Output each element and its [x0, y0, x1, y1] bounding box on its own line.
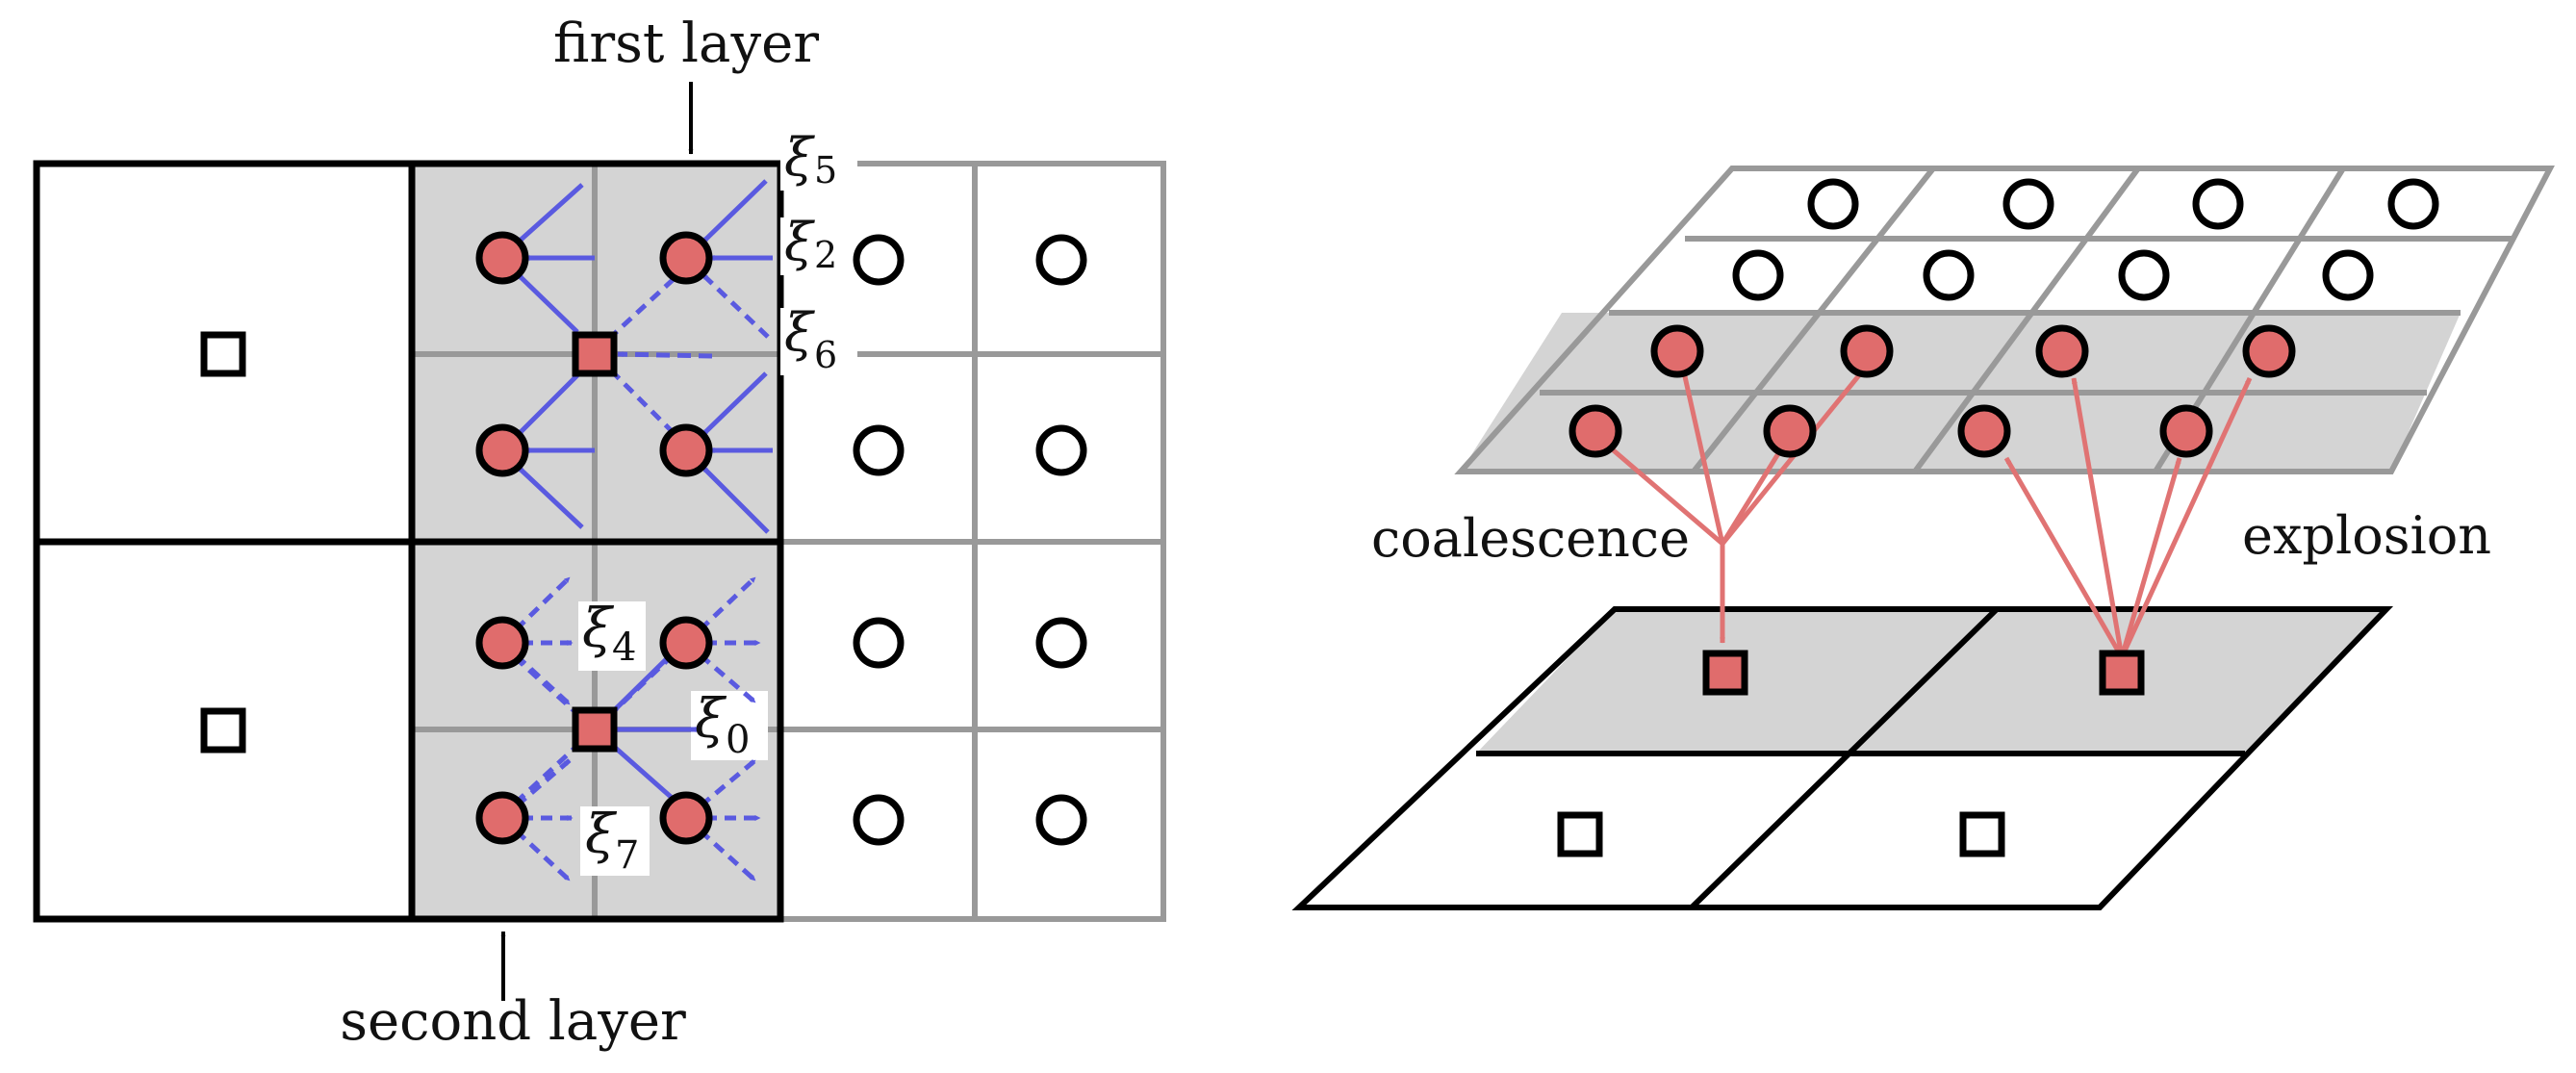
coalescence-label: coalescence	[1371, 508, 1690, 569]
node	[475, 616, 529, 670]
fine-plane-grid	[1454, 166, 2555, 474]
svg-text:7: 7	[615, 833, 639, 878]
lower-red-squares	[1702, 650, 2145, 696]
coarse-nodes-shaded	[572, 331, 618, 753]
xi-label-2: ξ 2	[784, 212, 837, 276]
svg-text:ξ: ξ	[784, 302, 815, 363]
right-panel: coalescence explosion	[1291, 166, 2555, 910]
svg-text:ξ: ξ	[784, 127, 815, 188]
lower-white-squares	[1557, 811, 2005, 857]
first-layer-label: first layer	[553, 13, 819, 75]
xi-label-6: ξ 6	[784, 302, 837, 376]
svg-text:2: 2	[814, 234, 837, 276]
square-node	[572, 706, 618, 753]
node	[659, 791, 713, 845]
node	[659, 616, 713, 670]
coarse-nodes-white	[200, 331, 246, 754]
svg-text:ξ: ξ	[585, 804, 618, 866]
square-node	[572, 331, 618, 377]
fine-nodes-white	[853, 234, 1087, 846]
svg-text:ξ: ξ	[695, 688, 727, 751]
svg-text:ξ: ξ	[784, 212, 815, 272]
svg-text:5: 5	[814, 149, 837, 192]
left-panel: first layer second layer ξ 5 ξ 2 ξ 6 ξ 4…	[33, 13, 1166, 1053]
coarse-plane-shaded	[1476, 609, 2386, 754]
node	[475, 231, 529, 285]
svg-text:4: 4	[612, 626, 636, 670]
coarse-grid	[33, 160, 784, 923]
xi-label-7: ξ 7	[585, 804, 639, 878]
explosion-arrows	[2003, 376, 2253, 659]
node	[475, 423, 529, 477]
coarse-plane-grid	[1291, 606, 2394, 910]
node	[659, 423, 713, 477]
upper-red-nodes	[1569, 324, 2296, 458]
xi-label-4: ξ 4	[582, 598, 636, 670]
node	[659, 231, 713, 285]
svg-text:0: 0	[726, 718, 750, 762]
upper-white-nodes	[1732, 178, 2439, 301]
node	[475, 791, 529, 845]
svg-text:6: 6	[814, 334, 837, 376]
xi-label-5: ξ 5	[784, 127, 837, 192]
xi-label-0: ξ 0	[695, 688, 750, 762]
explosion-label: explosion	[2242, 505, 2491, 566]
fine-nodes-shaded	[475, 231, 713, 845]
svg-text:ξ: ξ	[582, 598, 615, 660]
second-layer-label: second layer	[340, 990, 686, 1053]
